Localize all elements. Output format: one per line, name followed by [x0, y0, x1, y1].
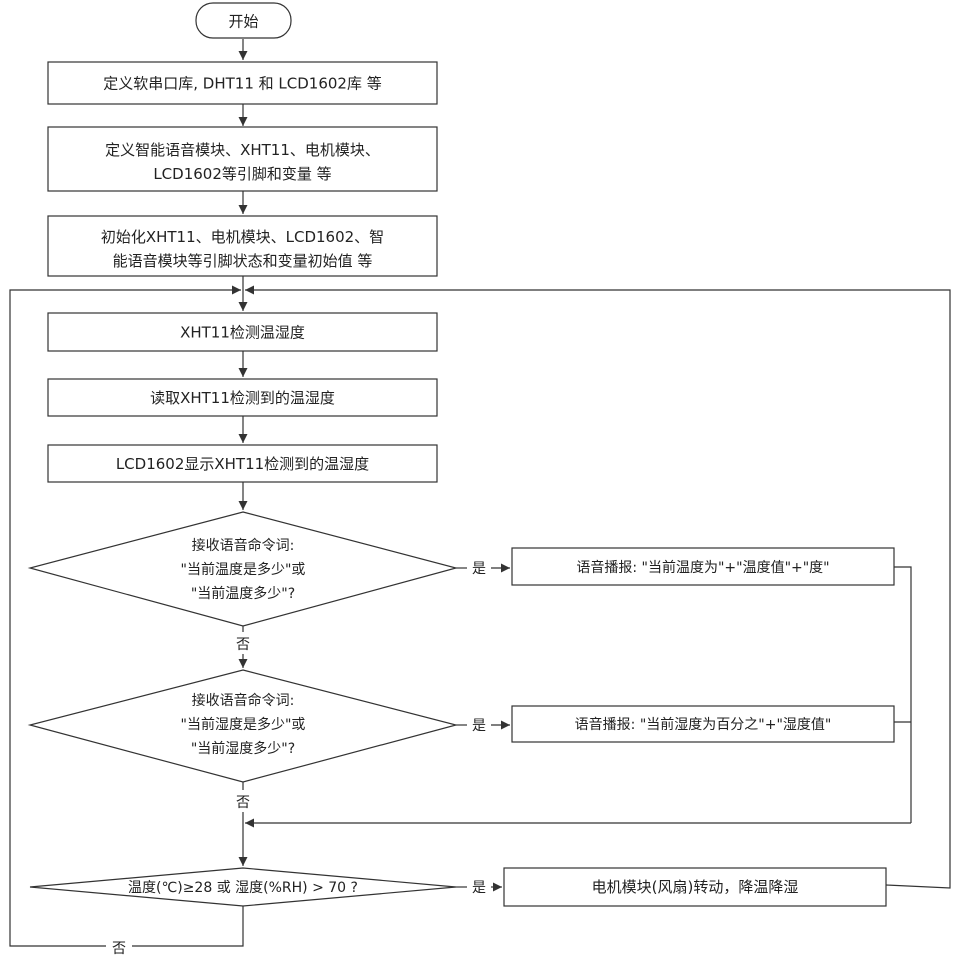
connector-d3-no-a: [132, 906, 244, 947]
define-pins-box: [47, 126, 438, 192]
temp-report-label: 语音播报: "当前温度为"+"温度值"+"度": [576, 559, 829, 576]
decision-temp-query-line2: "当前温度是多少"或: [181, 561, 306, 578]
detect-box: [47, 312, 438, 352]
decision-humidity-query-line3: "当前湿度多少"?: [191, 740, 295, 757]
decision-temp-query-diamond: [27, 511, 459, 627]
decision-threshold-yes-label: 是: [472, 880, 486, 896]
detect-label: XHT11检测温湿度: [180, 324, 305, 342]
start-terminal: [195, 2, 292, 39]
define-pins-label-line1: 定义智能语音模块、XHT11、电机模块、: [105, 141, 380, 159]
humidity-report-box: [511, 705, 895, 743]
define-pins-label-line2: LCD1602等引脚和变量 等: [153, 165, 331, 183]
read-box: [47, 378, 438, 417]
init-label-line1: 初始化XHT11、电机模块、LCD1602、智: [101, 228, 384, 246]
decision-humidity-query-diamond: [27, 669, 459, 783]
decision-threshold-label: 温度(℃)≥28 或 湿度(%RH) > 70 ?: [128, 880, 358, 896]
display-box: [47, 444, 438, 483]
decision-humidity-query-no-label: 否: [236, 795, 250, 811]
node-humidity-report: 语音播报: "当前湿度为百分之"+"湿度值": [511, 705, 895, 743]
humidity-report-label: 语音播报: "当前湿度为百分之"+"湿度值": [575, 716, 832, 733]
decision-humidity-query-yes-label: 是: [472, 718, 486, 734]
node-read: 读取XHT11检测到的温湿度: [47, 378, 438, 417]
node-decision-temp-query: 接收语音命令词: "当前温度是多少"或 "当前温度多少"?: [27, 511, 459, 627]
init-box: [47, 215, 438, 277]
arrow-motor-loop-back: [245, 285, 951, 889]
node-init: 初始化XHT11、电机模块、LCD1602、智 能语音模块等引脚状态和变量初始值…: [47, 215, 438, 277]
node-decision-humidity-query: 接收语音命令词: "当前湿度是多少"或 "当前湿度多少"?: [27, 669, 459, 783]
node-define-libs: 定义软串口库, DHT11 和 LCD1602库 等: [47, 61, 438, 105]
temp-report-box: [511, 547, 895, 586]
decision-humidity-query-line2: "当前湿度是多少"或: [181, 716, 306, 733]
node-define-pins: 定义智能语音模块、XHT11、电机模块、 LCD1602等引脚和变量 等: [47, 126, 438, 192]
node-temp-report: 语音播报: "当前温度为"+"温度值"+"度": [511, 547, 895, 586]
node-decision-threshold: 温度(℃)≥28 或 湿度(%RH) > 70 ?: [29, 867, 457, 907]
decision-temp-query-no-label: 否: [236, 637, 250, 653]
node-detect: XHT11检测温湿度: [47, 312, 438, 352]
display-label: LCD1602显示XHT11检测到的温湿度: [116, 455, 369, 473]
read-label: 读取XHT11检测到的温湿度: [150, 389, 335, 407]
node-motor: 电机模块(风扇)转动，降温降湿: [503, 867, 887, 907]
motor-label: 电机模块(风扇)转动，降温降湿: [592, 878, 799, 896]
init-label-line2: 能语音模块等引脚状态和变量初始值 等: [113, 252, 373, 270]
decision-temp-query-yes-label: 是: [472, 561, 486, 577]
node-display: LCD1602显示XHT11检测到的温湿度: [47, 444, 438, 483]
connector-temp-report-return: [894, 566, 912, 823]
decision-temp-query-line1: 接收语音命令词:: [192, 537, 295, 554]
decision-threshold-diamond: [29, 867, 457, 907]
decision-threshold-no-label: 否: [112, 941, 126, 957]
decision-humidity-query-line1: 接收语音命令词:: [192, 692, 295, 709]
decision-temp-query-line3: "当前温度多少"?: [191, 585, 295, 602]
arrow-no-loop-back: [9, 285, 241, 947]
motor-box: [503, 867, 887, 907]
define-libs-label: 定义软串口库, DHT11 和 LCD1602库 等: [103, 75, 381, 93]
define-libs-box: [47, 61, 438, 105]
node-start: 开始: [195, 2, 292, 39]
start-label: 开始: [228, 13, 258, 31]
